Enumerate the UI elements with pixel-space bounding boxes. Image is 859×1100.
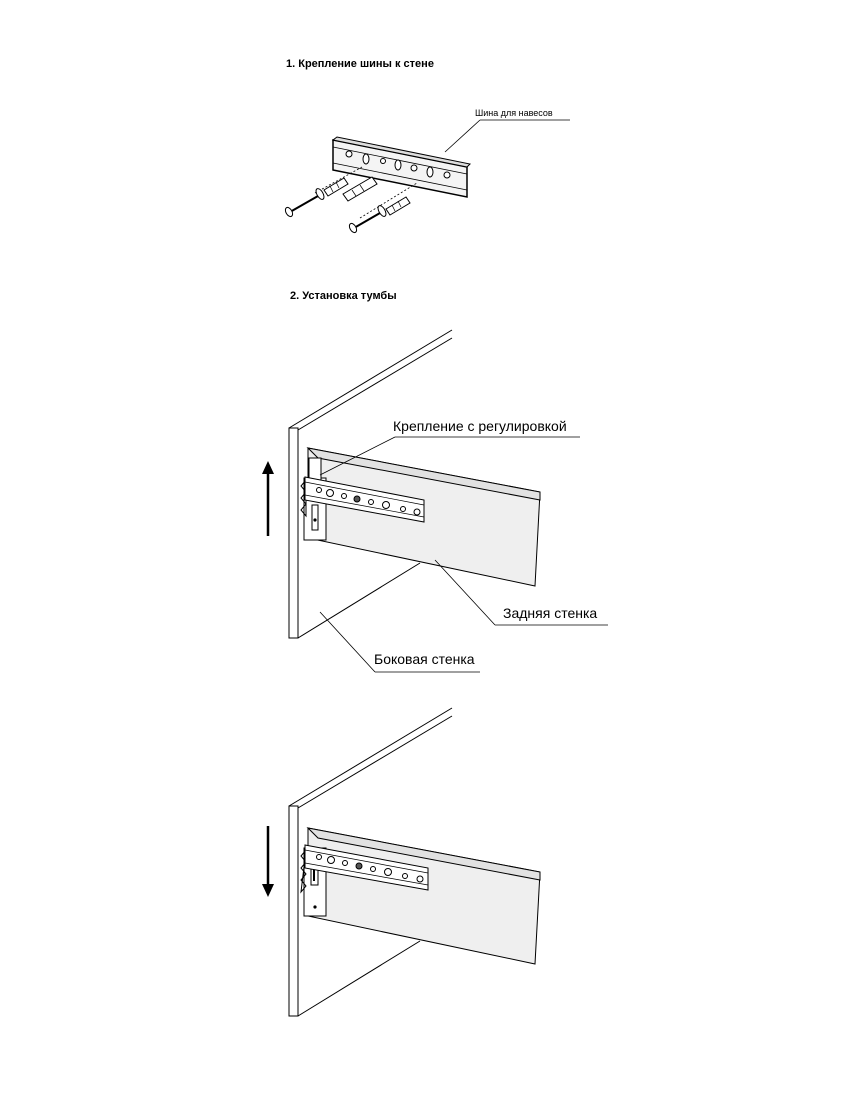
wall-rail xyxy=(304,476,425,523)
wall-rail xyxy=(331,136,472,198)
adjustable-bracket-label: Крепление с регулировкой xyxy=(393,418,567,434)
screw-icon xyxy=(348,205,387,234)
wall-rail xyxy=(304,844,429,891)
dowel-icon xyxy=(385,196,411,216)
side-wall xyxy=(288,707,453,1017)
step2-title: 2. Установка тумбы xyxy=(290,290,397,302)
dowel-icon xyxy=(342,176,378,202)
down-arrow-icon xyxy=(262,826,274,897)
side-wall-label: Боковая стенка xyxy=(374,651,475,667)
rail-label: Шина для навесов xyxy=(475,108,553,118)
screw-icon xyxy=(284,188,325,218)
dowel-icon xyxy=(323,177,349,197)
back-wall xyxy=(306,827,541,965)
back-wall-label: Задняя стенка xyxy=(503,605,598,621)
up-arrow-icon xyxy=(262,461,274,536)
step1-title: 1. Крепление шины к стене xyxy=(286,58,434,70)
